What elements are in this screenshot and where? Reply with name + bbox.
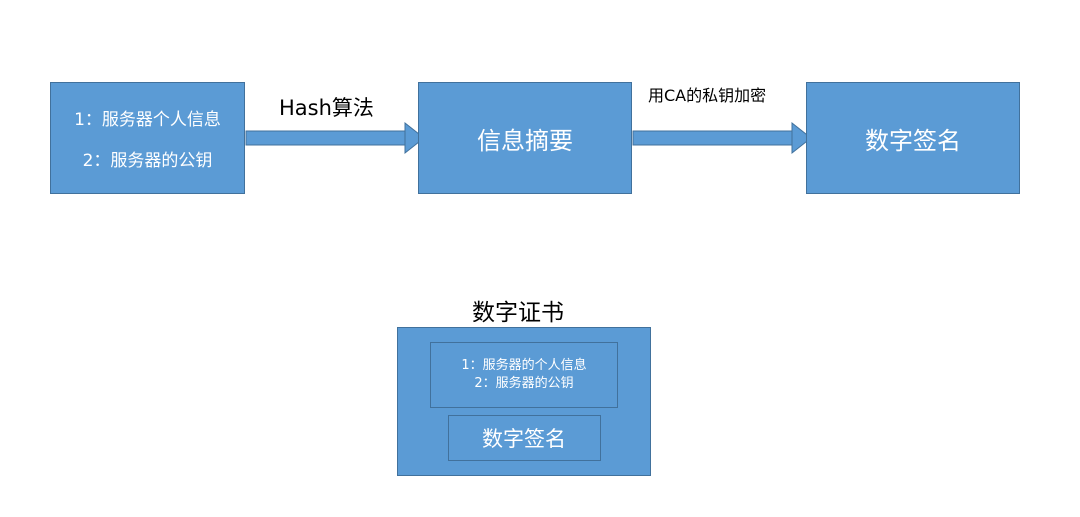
certificate-signature-box: 数字签名 bbox=[447, 415, 601, 461]
digest-box: 信息摘要 bbox=[418, 82, 632, 194]
certificate-info-line-1: 1：服务器的个人信息 bbox=[461, 358, 587, 373]
arrow-hash bbox=[245, 121, 425, 155]
digest-label: 信息摘要 bbox=[477, 126, 573, 155]
certificate-title: 数字证书 bbox=[472, 300, 564, 326]
encrypt-label: 用CA的私钥加密 bbox=[648, 86, 767, 105]
hash-algorithm-label: Hash算法 bbox=[279, 96, 374, 120]
source-info-box: 1：服务器个人信息 2：服务器的公钥 bbox=[50, 82, 245, 194]
signature-box: 数字签名 bbox=[806, 82, 1020, 194]
certificate-box: 1：服务器的个人信息 2：服务器的公钥 数字签名 bbox=[397, 327, 651, 476]
certificate-info-box: 1：服务器的个人信息 2：服务器的公钥 bbox=[430, 342, 618, 408]
source-line-1: 1：服务器个人信息 bbox=[74, 110, 221, 130]
source-line-2: 2：服务器的公钥 bbox=[82, 151, 213, 171]
arrow-encrypt bbox=[632, 121, 812, 155]
signature-label: 数字签名 bbox=[865, 126, 961, 155]
certificate-info-line-2: 2：服务器的公钥 bbox=[474, 376, 574, 391]
certificate-signature-label: 数字签名 bbox=[482, 427, 566, 451]
